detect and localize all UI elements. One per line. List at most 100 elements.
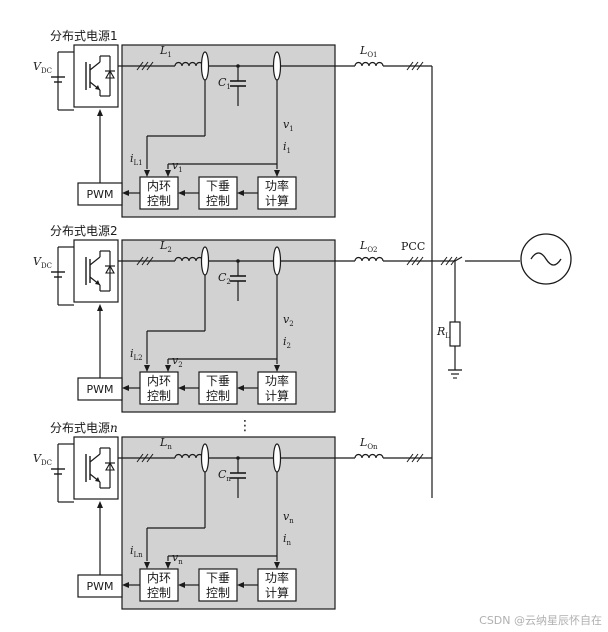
inner-loop-block-line1: 内环 — [147, 571, 171, 585]
load-resistor — [449, 321, 461, 347]
grid-switch — [454, 256, 463, 262]
droop-block-line1: 下垂 — [206, 179, 230, 193]
arrow-il-feedback — [144, 365, 150, 372]
vdc-label: VDC — [33, 60, 52, 75]
arrow-droop-to-inner — [178, 385, 185, 391]
inverter-box — [73, 239, 119, 303]
current-sensor-2 — [272, 246, 282, 276]
phase-slashes — [406, 61, 424, 71]
output-inductor — [354, 453, 384, 459]
current-label: in — [283, 532, 292, 547]
current-label: i2 — [283, 335, 291, 350]
phase-slashes — [136, 453, 154, 463]
inner-loop-block-box — [139, 371, 179, 405]
droop-block-line1: 下垂 — [206, 571, 230, 585]
inner-voltage-label: v2 — [172, 354, 183, 369]
output-inductor-label: LO2 — [359, 239, 378, 254]
arrow-vi-to-power — [274, 170, 280, 177]
current-sensor-2 — [272, 443, 282, 473]
arrow-pwm-to-inverter — [97, 304, 103, 311]
igbt-symbol — [85, 250, 115, 292]
arrow-droop-to-inner — [178, 190, 185, 196]
pwm-label: PWM — [86, 580, 113, 593]
unit-title: 分布式电源1 — [50, 29, 118, 43]
inductor-label: Ln — [159, 436, 172, 451]
diode-symbol — [105, 264, 115, 274]
ellipsis: ⋮ — [238, 418, 252, 434]
filter-inductor — [174, 256, 204, 262]
arrow-power-to-droop — [237, 190, 244, 196]
inner-voltage-label: v1 — [172, 159, 183, 174]
arrow-inner-to-pwm — [122, 385, 129, 391]
pwm-label: PWM — [86, 188, 113, 201]
power-calc-block-line2: 计算 — [265, 388, 289, 403]
inductor-label: L2 — [159, 239, 172, 254]
inner-loop-block-line1: 内环 — [147, 374, 171, 388]
arrow-v-to-inner — [165, 170, 171, 177]
power-calc-block-box — [257, 176, 297, 210]
droop-block-line2: 控制 — [206, 194, 230, 208]
output-inductor — [354, 61, 384, 67]
arrow-il-feedback — [144, 562, 150, 569]
droop-block-box — [198, 568, 238, 602]
sine-wave-icon — [530, 252, 562, 266]
il-label: iL2 — [130, 347, 143, 362]
arrow-pwm-to-inverter — [97, 109, 103, 116]
diode-symbol — [105, 461, 115, 471]
phase-slashes — [136, 61, 154, 71]
droop-block-line2: 控制 — [206, 586, 230, 600]
igbt-symbol — [85, 55, 115, 97]
arrow-droop-to-inner — [178, 582, 185, 588]
current-label: i1 — [283, 140, 291, 155]
filter-inductor — [174, 61, 204, 67]
power-calc-block-line1: 功率 — [265, 373, 289, 388]
inverter-box — [73, 44, 119, 108]
capacitor-label: C1 — [218, 76, 231, 91]
current-sensor-2 — [272, 51, 282, 81]
arrow-pwm-to-inverter — [97, 501, 103, 508]
arrow-power-to-droop — [237, 385, 244, 391]
phase-slashes — [406, 453, 424, 463]
droop-block-line1: 下垂 — [206, 374, 230, 388]
vdc-label: VDC — [33, 255, 52, 270]
diode-symbol — [105, 69, 115, 79]
power-calc-block-line2: 计算 — [265, 193, 289, 208]
output-inductor-label: LO1 — [359, 44, 378, 59]
output-inductor-label: LOn — [359, 436, 378, 451]
phase-slashes — [440, 256, 458, 266]
il-label: iL1 — [130, 152, 143, 167]
power-calc-block-line1: 功率 — [265, 178, 289, 193]
inverter-box — [73, 436, 119, 500]
voltage-label: v1 — [283, 118, 294, 133]
igbt-symbol — [85, 447, 115, 489]
unit-title: 分布式电源2 — [50, 224, 118, 238]
current-sensor-1 — [200, 51, 210, 81]
il-label: iLn — [130, 544, 143, 559]
arrow-inner-to-pwm — [122, 582, 129, 588]
inner-loop-block-line2: 控制 — [147, 194, 171, 208]
arrow-v-to-inner — [165, 562, 171, 569]
output-inductor — [354, 256, 384, 262]
arrow-power-to-droop — [237, 582, 244, 588]
capacitor-label: Cn — [218, 468, 231, 483]
pwm-label: PWM — [86, 383, 113, 396]
inner-voltage-label: vn — [172, 551, 183, 566]
inner-loop-block-line2: 控制 — [147, 586, 171, 600]
inductor-label: L1 — [159, 44, 172, 59]
inner-loop-block-box — [139, 176, 179, 210]
power-calc-block-line2: 计算 — [265, 585, 289, 600]
inner-loop-block-line1: 内环 — [147, 179, 171, 193]
arrow-vi-to-power — [274, 365, 280, 372]
droop-block-line2: 控制 — [206, 389, 230, 403]
